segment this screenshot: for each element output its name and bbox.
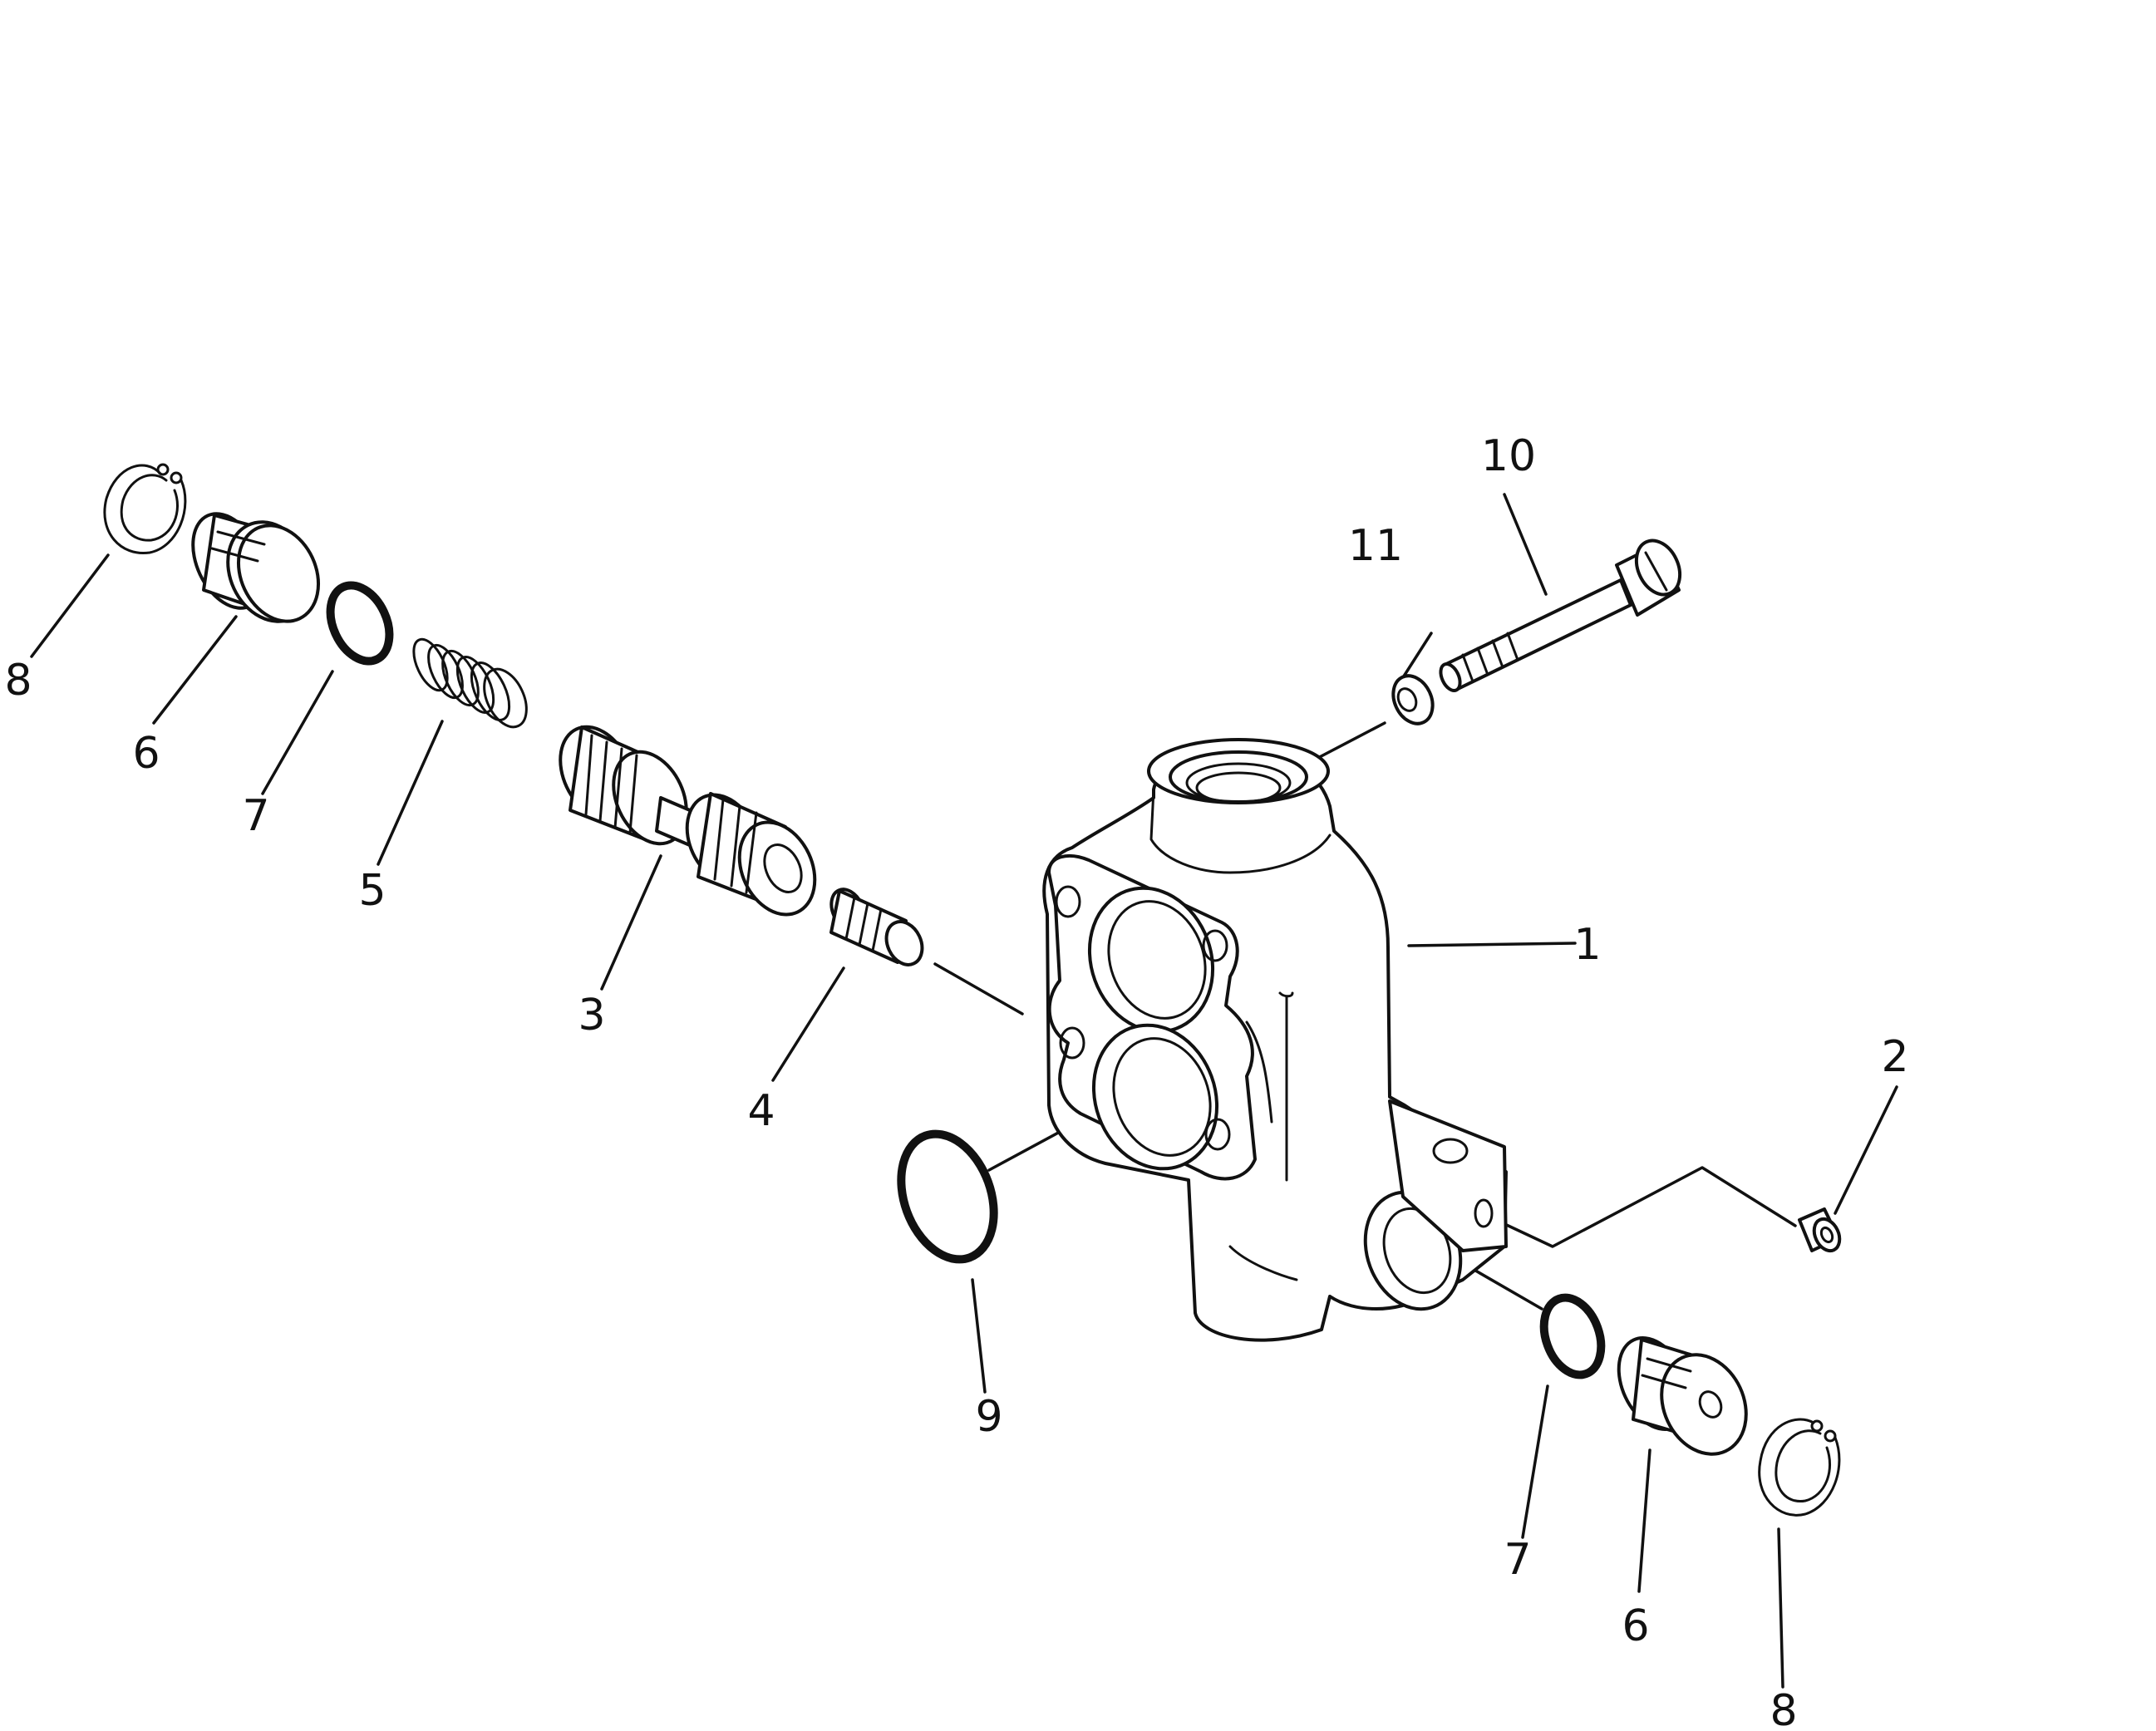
snap-ring-right bbox=[1758, 1418, 1841, 1517]
leader-5 bbox=[377, 720, 444, 866]
callout-body: 1 bbox=[1573, 920, 1601, 970]
leader-lines bbox=[30, 493, 1898, 1689]
callout-spool: 3 bbox=[578, 991, 605, 1040]
callout-oring-left: 7 bbox=[242, 791, 269, 841]
spring bbox=[412, 637, 528, 729]
callouts: 1 2 3 4 5 6 6 7 7 8 8 9 10 11 bbox=[4, 431, 1908, 1731]
leader-7-right bbox=[1521, 1384, 1549, 1539]
callout-plug-right: 6 bbox=[1622, 1601, 1649, 1651]
callout-snap-ring-left: 8 bbox=[4, 656, 32, 706]
plug-right bbox=[1617, 1336, 1748, 1456]
washer bbox=[1391, 674, 1435, 725]
leader-8-left bbox=[30, 553, 110, 658]
callout-plug-small: 2 bbox=[1881, 1032, 1908, 1082]
leader-4 bbox=[771, 966, 845, 1082]
oring-right bbox=[1539, 1293, 1606, 1379]
stopper bbox=[829, 888, 924, 966]
leader-2 bbox=[1834, 1085, 1898, 1215]
callout-plug-left: 6 bbox=[132, 729, 160, 779]
leader-8-right bbox=[1777, 1527, 1784, 1689]
plug-small bbox=[1798, 1207, 1842, 1253]
bolt bbox=[1439, 538, 1682, 692]
callout-oring-flange: 9 bbox=[975, 1392, 1002, 1442]
leader-1 bbox=[1407, 942, 1577, 947]
leader-2-body bbox=[1484, 1166, 1797, 1248]
leader-11-body bbox=[1312, 721, 1386, 762]
snap-ring-left bbox=[103, 463, 187, 555]
spool bbox=[559, 725, 817, 917]
callout-snap-ring-right: 8 bbox=[1770, 1686, 1797, 1731]
valve-body bbox=[1042, 738, 1508, 1342]
leader-4-body bbox=[933, 962, 1024, 1015]
oring-left bbox=[326, 581, 394, 666]
leader-10 bbox=[1503, 493, 1548, 596]
leader-6-left bbox=[152, 615, 238, 725]
callout-stopper: 4 bbox=[747, 1086, 775, 1136]
leader-9 bbox=[971, 1278, 987, 1394]
leader-7-left bbox=[261, 670, 334, 795]
plug-left bbox=[191, 512, 321, 623]
callout-bolt: 10 bbox=[1481, 431, 1536, 481]
callout-washer: 11 bbox=[1348, 521, 1403, 571]
leader-11 bbox=[1399, 632, 1433, 683]
callout-oring-right: 7 bbox=[1504, 1535, 1531, 1585]
oring-flange bbox=[897, 1129, 998, 1264]
leader-6-right bbox=[1637, 1448, 1651, 1593]
callout-spring: 5 bbox=[358, 866, 386, 916]
leader-3 bbox=[600, 854, 662, 991]
